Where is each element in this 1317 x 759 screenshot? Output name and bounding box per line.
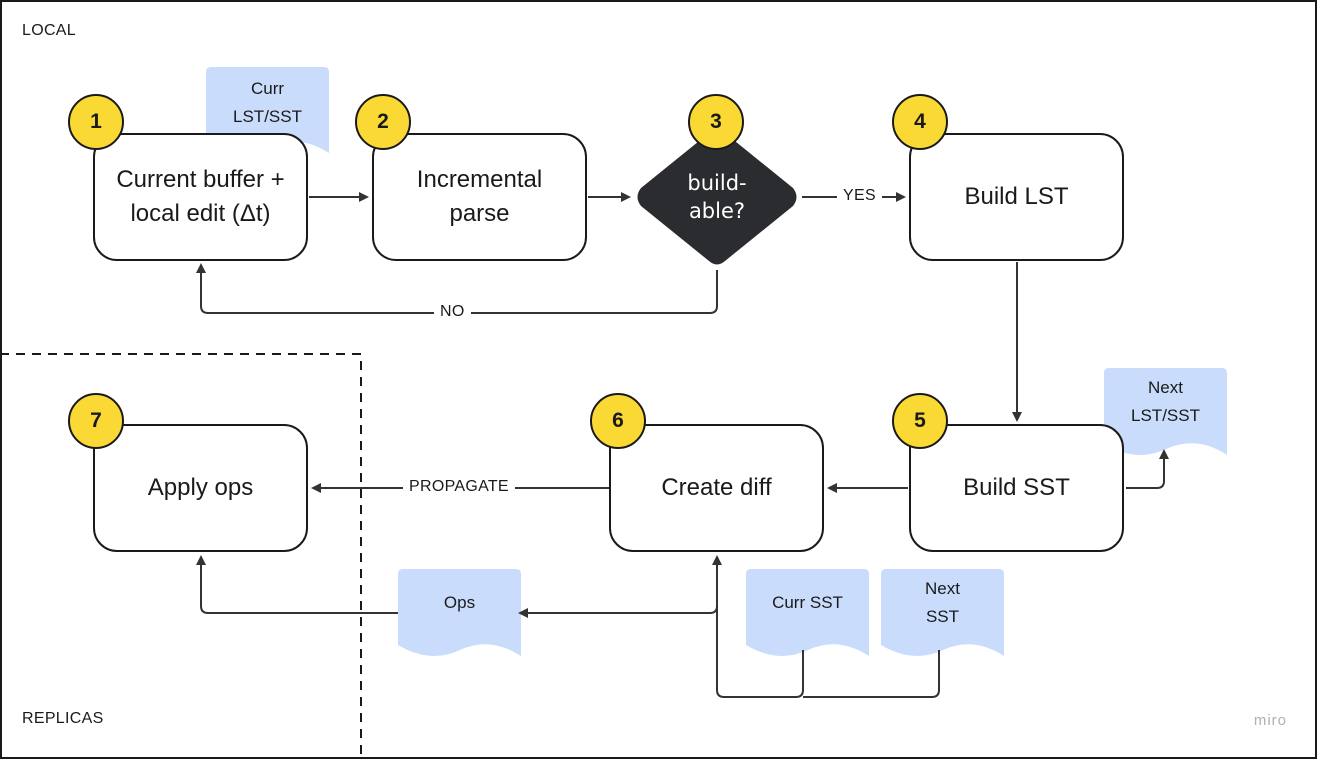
doc-shape-curr-sst bbox=[746, 569, 869, 656]
decision-label: build- able? bbox=[687, 171, 747, 223]
node-apply-ops[interactable]: Apply ops bbox=[93, 424, 308, 552]
step-badge-3: 3 bbox=[688, 94, 744, 150]
edge-6-to-ops bbox=[518, 560, 718, 618]
doc-shape-next-sst bbox=[881, 569, 1004, 656]
node-current-buffer[interactable]: Current buffer + local edit (Δt) bbox=[93, 133, 308, 261]
step-badge-5: 5 bbox=[892, 393, 948, 449]
node-apply-ops-label: Apply ops bbox=[147, 474, 254, 501]
replicas-region-border bbox=[0, 353, 362, 759]
node-build-lst[interactable]: Build LST bbox=[909, 133, 1124, 261]
node-incremental-parse[interactable]: Incremental parse bbox=[372, 133, 587, 261]
node-create-diff-label: Create diff bbox=[661, 474, 772, 501]
node-build-lst-label: Build LST bbox=[964, 183, 1069, 210]
edge-next-sst-to-6 bbox=[803, 650, 940, 698]
node-incremental-parse-label: Incremental parse bbox=[416, 166, 543, 227]
doc-shape-curr-lst-sst bbox=[206, 67, 329, 154]
decision-diamond[interactable] bbox=[637, 129, 797, 265]
node-create-diff[interactable]: Create diff bbox=[609, 424, 824, 552]
edge-label-yes: YES bbox=[837, 187, 882, 205]
miro-watermark: miro bbox=[1253, 712, 1287, 729]
doc-shape-next-lst-sst bbox=[1104, 368, 1227, 455]
node-build-sst[interactable]: Build SST bbox=[909, 424, 1124, 552]
doc-curr-lst-sst: Curr LST/SST bbox=[233, 79, 302, 126]
step-badge-1: 1 bbox=[68, 94, 124, 150]
doc-ops: Ops bbox=[443, 593, 476, 612]
doc-next-sst: Next SST bbox=[925, 579, 960, 626]
edge-label-propagate: PROPAGATE bbox=[403, 478, 515, 496]
region-label-local: LOCAL bbox=[22, 22, 76, 39]
step-badge-2: 2 bbox=[355, 94, 411, 150]
node-build-sst-label: Build SST bbox=[963, 474, 1070, 501]
doc-curr-sst: Curr SST bbox=[772, 593, 843, 612]
doc-shape-ops bbox=[398, 569, 521, 656]
edge-curr-sst-to-6 bbox=[712, 555, 804, 698]
doc-next-lst-sst: Next LST/SST bbox=[1131, 378, 1200, 425]
edge-label-no: NO bbox=[434, 303, 471, 321]
edge-ops-to-7 bbox=[196, 555, 398, 614]
node-current-buffer-label: Current buffer + local edit (Δt) bbox=[116, 166, 285, 227]
region-label-replicas: REPLICAS bbox=[22, 710, 104, 727]
edge-5-to-next-lst-sst bbox=[1126, 449, 1169, 489]
step-badge-6: 6 bbox=[590, 393, 646, 449]
step-badge-4: 4 bbox=[892, 94, 948, 150]
step-badge-7: 7 bbox=[68, 393, 124, 449]
